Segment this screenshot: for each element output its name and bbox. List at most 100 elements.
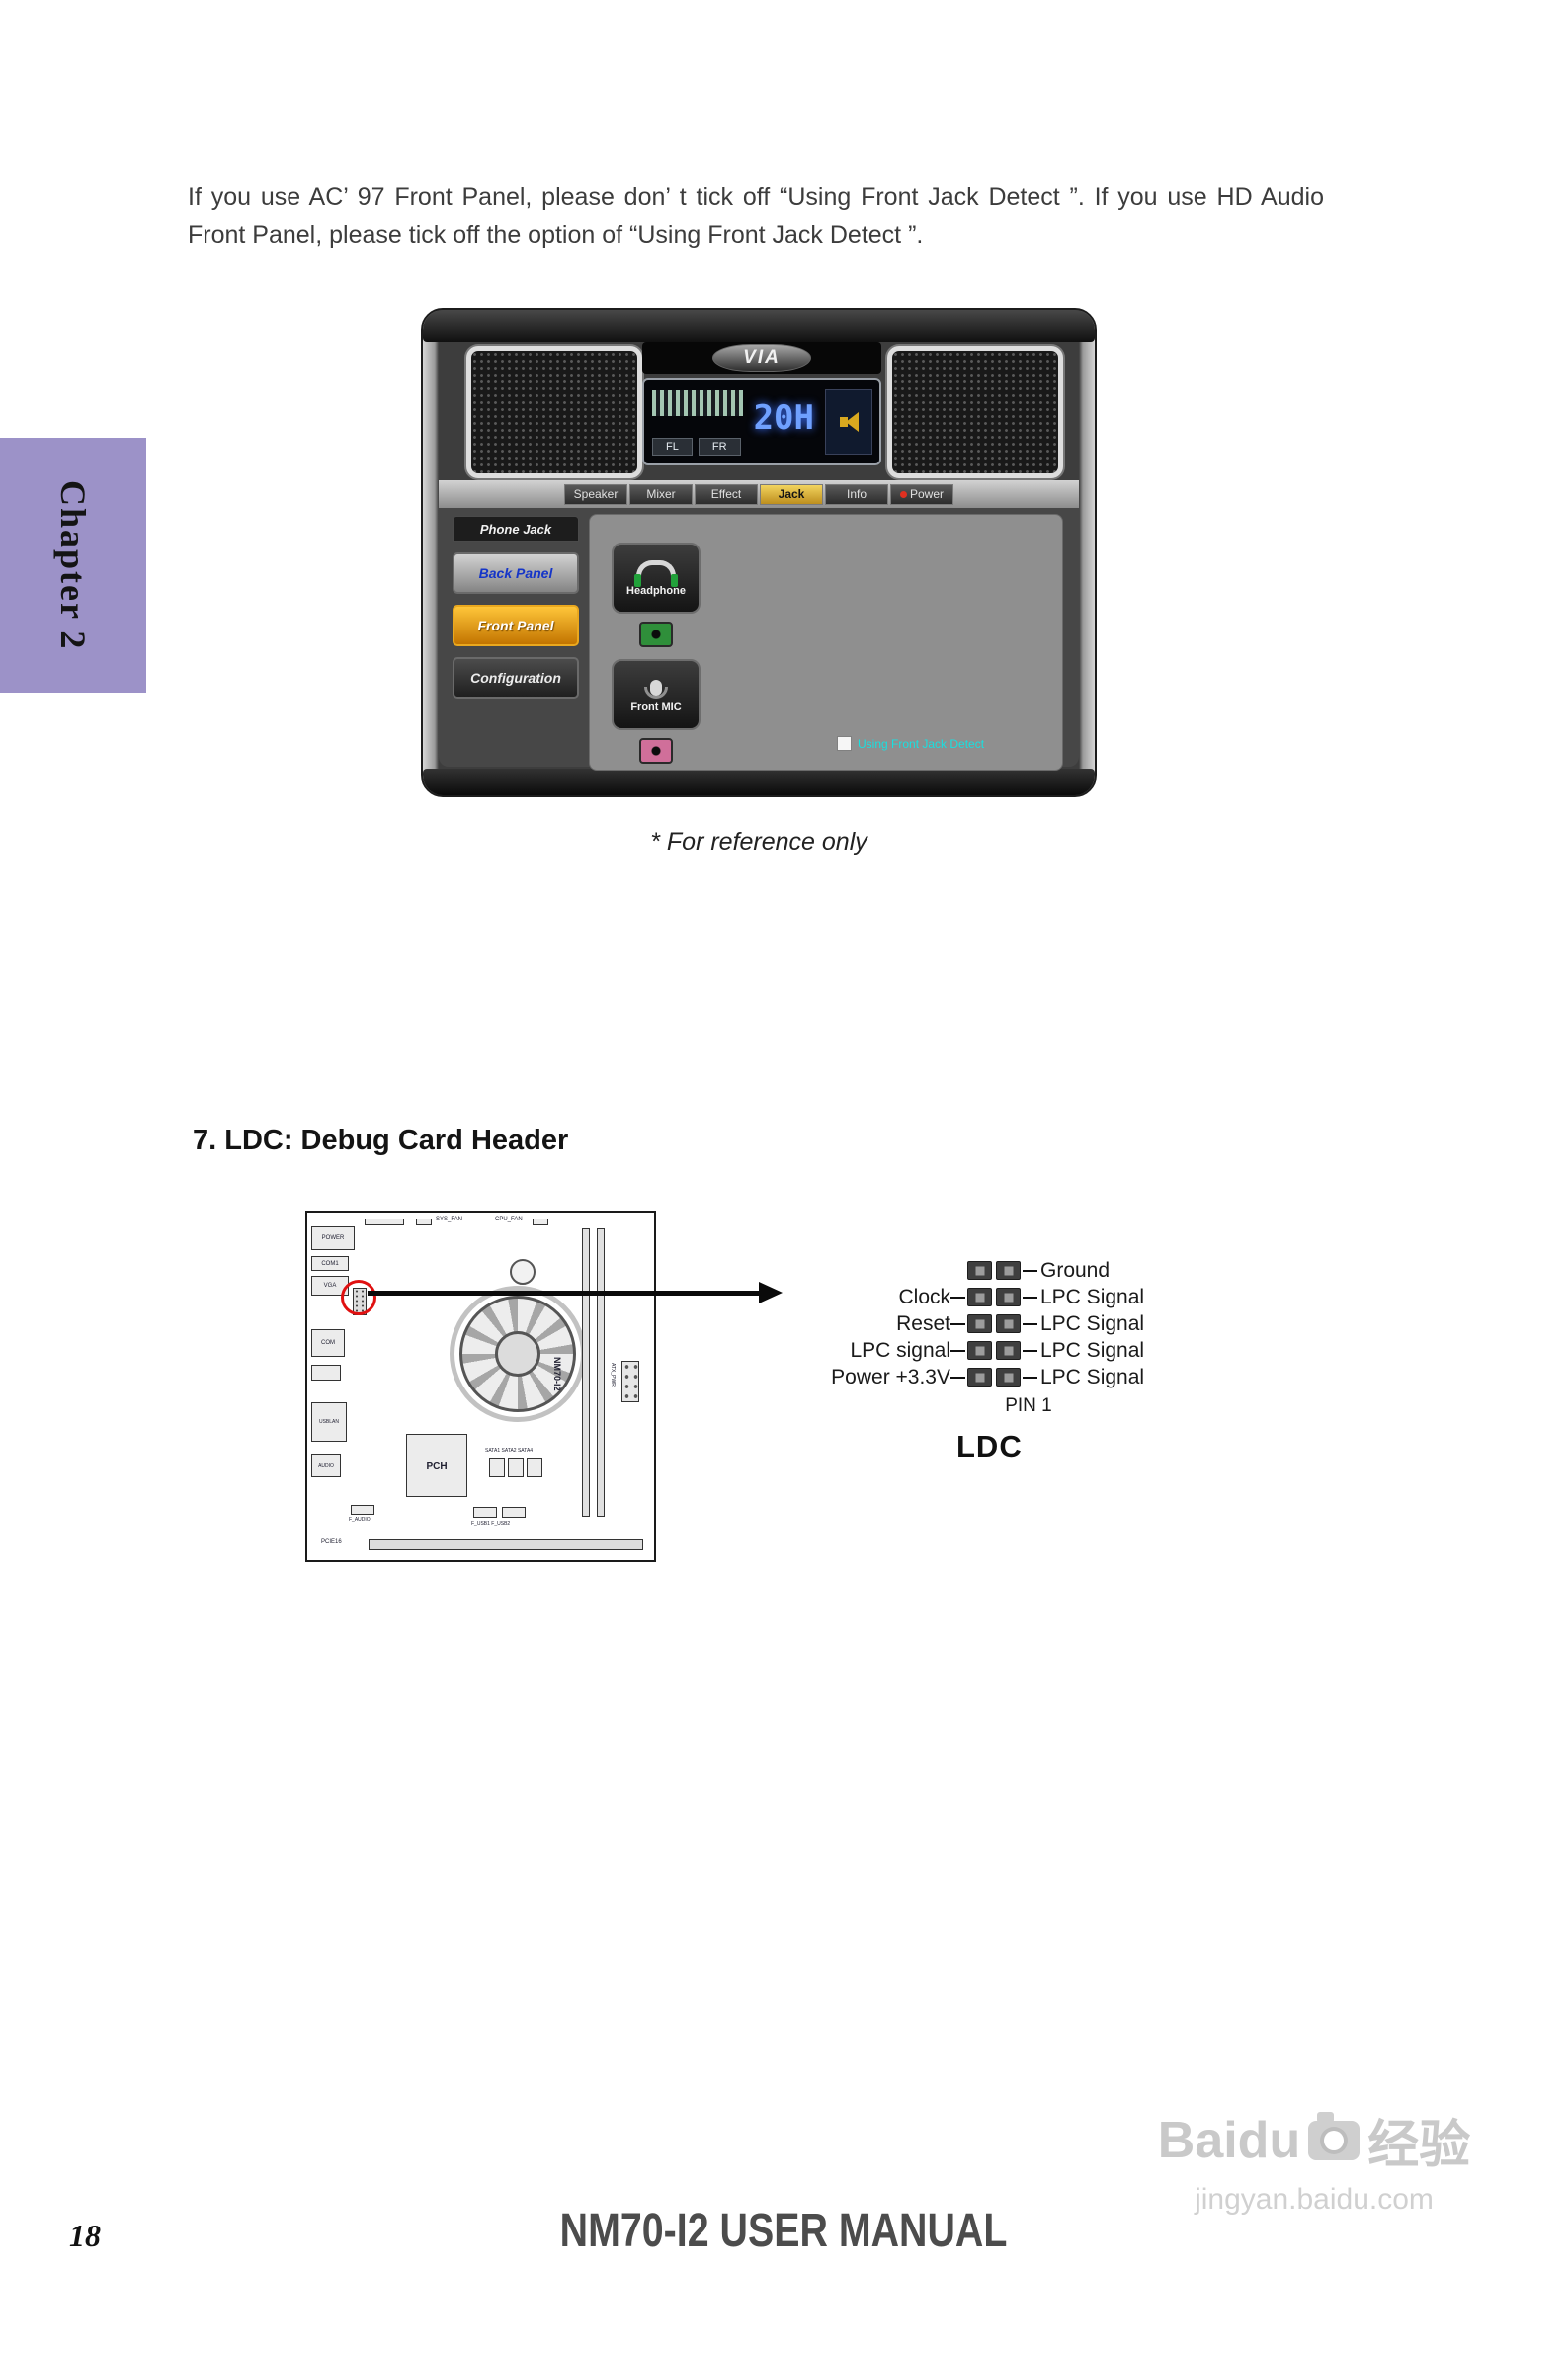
board-usb-lan-port: USBLAN [311, 1402, 347, 1442]
connector-line [950, 1376, 965, 1379]
ldc-pin-row: LPC signal LPC Signal [707, 1337, 1144, 1364]
camera-icon [1308, 2111, 1361, 2160]
tab-mixer[interactable]: Mixer [629, 483, 693, 505]
fr-button[interactable]: FR [698, 438, 741, 456]
section-heading: 7. LDC: Debug Card Header [193, 1125, 569, 1156]
connector-line [1023, 1322, 1037, 1325]
intro-paragraph: If you use AC’ 97 Front Panel, please do… [188, 183, 1324, 249]
front-mic-jack-button[interactable]: Front MIC [612, 659, 701, 730]
connector-line [1023, 1269, 1037, 1272]
ldc-pin1-label: PIN 1 [1005, 1395, 1052, 1416]
ldc-right-label: Ground [1040, 1258, 1111, 1282]
tab-power[interactable]: Power [890, 483, 953, 505]
ldc-pin [996, 1261, 1021, 1280]
green-connector-icon [639, 622, 673, 647]
board-sata-label: SATA1 SATA2 SATA4 [485, 1448, 534, 1454]
board-sys-fan-label: SYS_FAN [436, 1217, 463, 1222]
board-f-usb-header [502, 1507, 526, 1518]
board-dimm-slot-1 [582, 1228, 590, 1517]
tab-jack[interactable]: Jack [760, 483, 823, 505]
headphone-jack-button[interactable]: Headphone [612, 543, 701, 614]
board-cpu-fan-label: CPU_FAN [495, 1217, 523, 1222]
ldc-pin [967, 1368, 992, 1387]
board-f-audio-header [351, 1505, 374, 1515]
sidebar-item-back-panel[interactable]: Back Panel [453, 552, 579, 594]
tab-label: Effect [710, 487, 742, 501]
sidebar-item-configuration[interactable]: Configuration [453, 657, 579, 699]
board-atx-label: ATX_PWR [610, 1363, 616, 1387]
pink-connector-icon [639, 738, 673, 764]
connector-line [950, 1296, 965, 1299]
ldc-title: LDC [956, 1429, 1023, 1464]
deck-body: Phone Jack Back Panel Front Panel Config… [439, 508, 1079, 771]
fl-button[interactable]: FL [652, 438, 693, 456]
board-sata-port [489, 1458, 505, 1477]
connector-line [1023, 1296, 1037, 1299]
volume-button[interactable] [825, 389, 872, 455]
chapter-tab-label: Chapter 2 [53, 479, 93, 651]
ldc-pin [967, 1288, 992, 1306]
board-sata-port [527, 1458, 542, 1477]
footer-title-text: NM70-I2 USER MANUAL [560, 2205, 1008, 2257]
ldc-left-label: LPC signal [850, 1338, 950, 1362]
ldc-right-label: LPC Signal [1040, 1285, 1145, 1308]
equalizer-bars-icon [652, 390, 743, 416]
connector-line [1023, 1349, 1037, 1352]
board-com1-port: COM1 [311, 1256, 349, 1271]
checkbox-icon [837, 736, 852, 751]
board-model-label: NM70-I2 [552, 1357, 562, 1391]
volume-icon [839, 417, 848, 427]
ldc-pin [967, 1261, 992, 1280]
tab-bar: Speaker Mixer Effect Jack Info Power [439, 480, 1079, 508]
tab-info[interactable]: Info [825, 483, 888, 505]
page-number: 18 [69, 2218, 101, 2253]
sidebar-item-front-panel[interactable]: Front Panel [453, 605, 579, 646]
board-cpu-fan [459, 1296, 576, 1412]
connector-line [1023, 1376, 1037, 1379]
board-battery [510, 1259, 536, 1285]
via-logo: VIA [712, 344, 811, 372]
ldc-right-label: LPC Signal [1040, 1338, 1145, 1362]
tab-effect[interactable]: Effect [695, 483, 758, 505]
baidu-watermark: Baidu 经验 jingyan.baidu.com [1097, 2103, 1531, 2217]
ldc-pin-row: Ground [707, 1257, 1144, 1284]
board-header-pins [365, 1219, 404, 1225]
tab-speaker[interactable]: Speaker [564, 483, 627, 505]
speaker-grille-right [887, 346, 1063, 478]
center-console: VIA FL FR 20H [642, 342, 881, 465]
watermark-brand: Baidu [1157, 2111, 1301, 2169]
tab-label: Jack [778, 487, 805, 501]
tab-label: Power [909, 487, 944, 501]
ldc-pin [996, 1341, 1021, 1360]
deck-top-bar [423, 310, 1095, 342]
ldc-pin [996, 1288, 1021, 1306]
ldc-highlight-circle [341, 1280, 376, 1315]
connector-line [950, 1322, 965, 1325]
board-sata-port [508, 1458, 524, 1477]
tab-label: Speaker [573, 487, 619, 501]
front-jack-detect-checkbox[interactable]: Using Front Jack Detect [837, 736, 984, 751]
sidebar: Phone Jack Back Panel Front Panel Config… [453, 516, 579, 699]
sidebar-header-phone-jack: Phone Jack [453, 516, 579, 542]
watermark-brand-row: Baidu 经验 [1097, 2103, 1531, 2177]
board-f-audio-label: F_AUDIO [349, 1517, 371, 1523]
power-dot-icon [899, 490, 907, 498]
volume-cone-icon [845, 412, 859, 432]
connector-line [950, 1349, 965, 1352]
ldc-pin [996, 1368, 1021, 1387]
audio-deck-screenshot: VIA FL FR 20H Speaker Mixer Effect Jack … [421, 308, 1097, 797]
microphone-icon [644, 679, 668, 699]
reference-caption: * For reference only [650, 828, 867, 856]
ldc-left-label: Power +3.3V [831, 1365, 950, 1388]
board-pcie-slot [369, 1539, 643, 1550]
arrow-head-icon [759, 1282, 783, 1303]
channel-buttons: FL FR [652, 438, 741, 456]
board-pch-chip: PCH [406, 1434, 467, 1497]
board-cpu-fan-header [533, 1219, 548, 1225]
speaker-grille-left [466, 346, 642, 478]
tab-label: Mixer [646, 487, 676, 501]
board-com-port: COM [311, 1329, 345, 1357]
